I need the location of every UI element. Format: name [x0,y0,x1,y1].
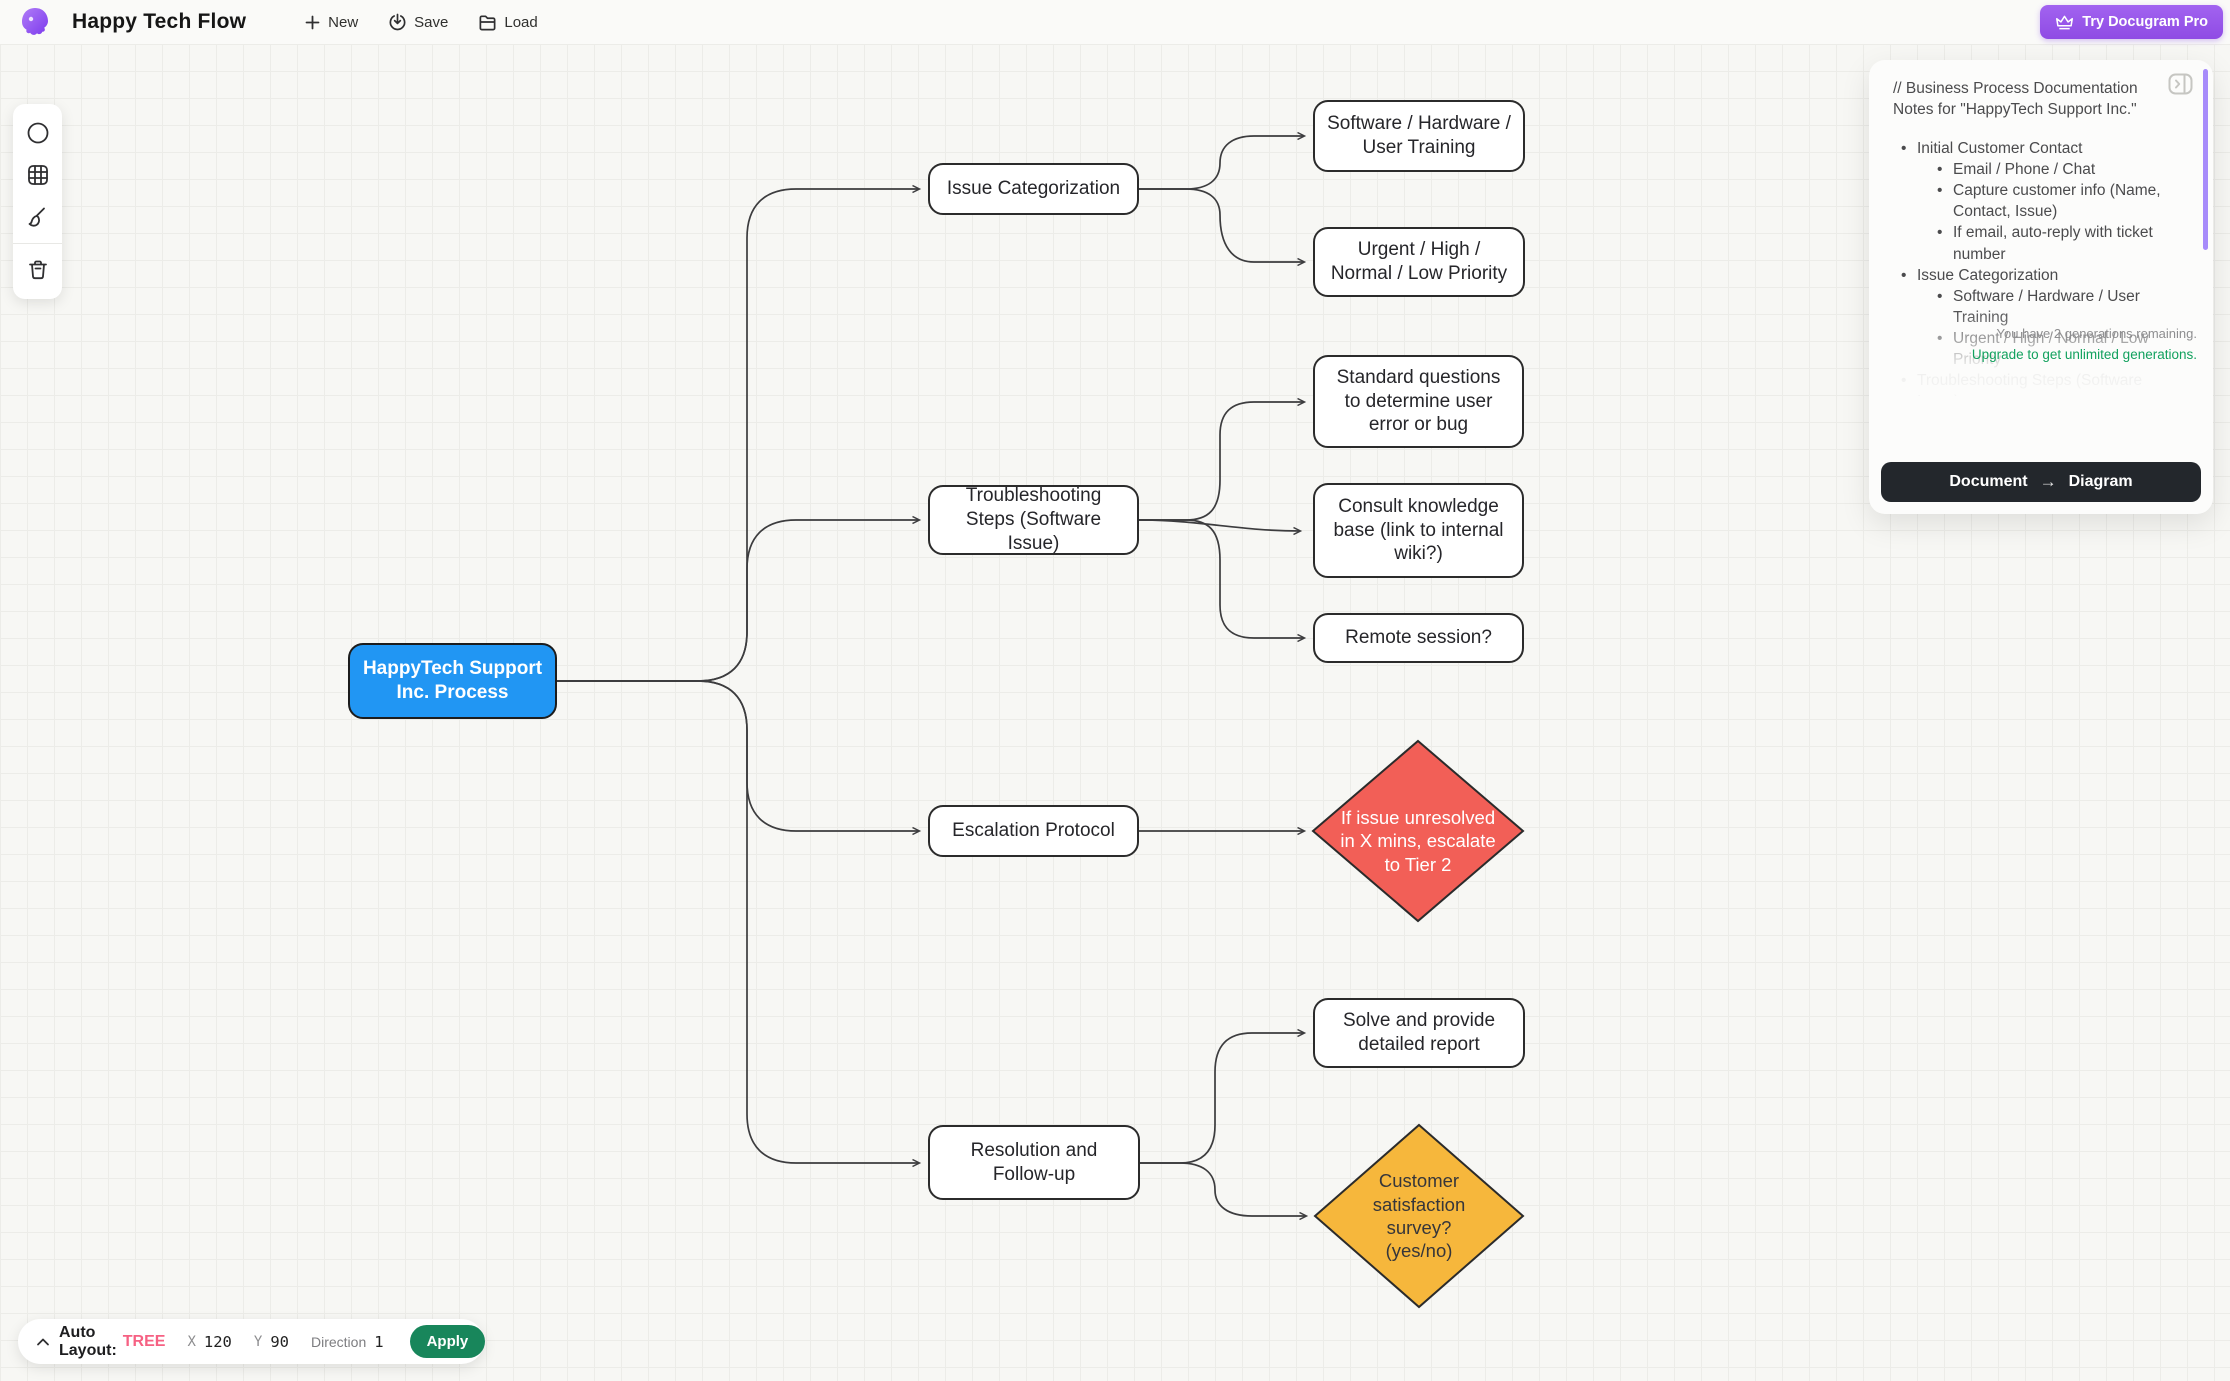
new-button-label: New [328,13,359,31]
panel-scrollbar-thumb[interactable] [2203,69,2208,250]
plus-icon [305,15,320,29]
flow-node-priority[interactable]: Urgent / High / Normal / Low Priority [1313,227,1525,297]
diamond-satisfaction-survey [1313,1123,1525,1309]
load-button[interactable]: Load [478,13,538,32]
crown-icon [2056,15,2074,29]
auto-layout-bar: Auto Layout: TREE X 120 Y 90 Direction 1… [18,1319,486,1364]
flow-node-remote-session[interactable]: Remote session? [1313,613,1524,663]
grid-tool-button[interactable] [18,155,58,195]
x-value-input[interactable]: 120 [203,1332,232,1351]
toolbar-divider [13,243,62,244]
note-line: •Capture customer info (Name, Contact, I… [1937,182,2161,221]
trash-icon [28,260,47,280]
flow-node-issue-categorization[interactable]: Issue Categorization [928,163,1139,215]
chevron-up-icon [37,1338,49,1345]
flow-node-escalation[interactable]: Escalation Protocol [928,805,1139,857]
direction-value-input[interactable]: 1 [374,1332,384,1351]
diagram-canvas[interactable]: HappyTech Support Inc. Process Issue Cat… [0,44,2230,1381]
brush-tool-button[interactable] [18,197,58,237]
convert-left-label: Document [1949,473,2028,490]
note-line: •Issue Categorization [1901,266,2059,284]
flow-node-root[interactable]: HappyTech Support Inc. Process [348,643,557,719]
document-to-diagram-button[interactable]: Document → Diagram [1881,462,2201,502]
notes-title: // Business Process Documentation Notes … [1893,80,2138,119]
generations-remaining-text: You have 2 generations remaining. [1996,326,2197,341]
arrow-right-icon: → [2039,472,2057,491]
folder-icon [479,14,496,30]
collapse-bar-button[interactable] [36,1337,50,1347]
save-button-label: Save [414,13,449,31]
panel-collapse-button[interactable] [2168,73,2193,100]
note-line: •Initial Customer Contact [1901,140,2083,158]
layout-mode-value[interactable]: TREE [122,1332,166,1350]
flow-node-escalation-condition-label[interactable]: If issue unresolved in X mins, escalate … [1340,806,1496,875]
shape-toolbar [13,104,62,299]
new-button[interactable]: New [304,14,358,31]
header-menu: New Save Load [304,13,538,32]
x-label: X [187,1333,196,1350]
circle-icon [27,122,48,144]
app-title: Happy Tech Flow [72,10,247,33]
brush-icon [28,207,45,227]
app-header: Happy Tech Flow New Save Load Try Docugr… [0,0,2230,44]
delete-tool-button[interactable] [18,250,58,290]
note-line: •If email, auto-reply with ticket number [1937,224,2153,263]
flow-node-consult-kb[interactable]: Consult knowledge base (link to internal… [1313,483,1524,578]
upgrade-link[interactable]: Upgrade to get unlimited generations. [1971,347,2197,362]
note-line: •Email / Phone / Chat [1937,161,2096,179]
try-pro-button[interactable]: Try Docugram Pro [2040,5,2223,39]
x-spacing-group: X 120 [187,1333,231,1351]
note-line: •Troubleshooting Steps (Software Issue) [1901,372,2143,396]
notes-panel: // Business Process Documentation Notes … [1869,60,2213,514]
circle-tool-button[interactable] [18,113,58,153]
y-spacing-group: Y 90 [254,1333,289,1351]
flow-node-resolution[interactable]: Resolution and Follow-up [928,1125,1140,1200]
y-value-input[interactable]: 90 [270,1332,289,1351]
direction-group: Direction 1 [311,1333,384,1351]
diamond-escalation-condition [1311,739,1525,923]
flow-node-standard-questions[interactable]: Standard questions to determine user err… [1313,355,1524,448]
auto-layout-label: Auto Layout: [59,1323,117,1359]
try-pro-label: Try Docugram Pro [2082,14,2208,30]
note-line: •Software / Hardware / User Training [1937,287,2140,326]
direction-label: Direction [311,1333,367,1350]
save-icon [389,13,406,30]
save-button[interactable]: Save [388,13,448,32]
apply-button[interactable]: Apply [409,1325,486,1358]
flow-node-survey-label[interactable]: Customer satisfaction survey? (yes/no) [1372,1170,1466,1262]
convert-right-label: Diagram [2068,473,2133,490]
y-label: Y [253,1333,263,1350]
load-button-label: Load [504,13,538,31]
grid-icon [27,165,48,185]
app-logo-icon [22,8,48,35]
flow-node-solve-report[interactable]: Solve and provide detailed report [1313,998,1525,1068]
flow-node-software-hardware[interactable]: Software / Hardware / User Training [1313,100,1525,172]
flow-node-troubleshooting[interactable]: Troubleshooting Steps (Software Issue) [928,485,1139,555]
